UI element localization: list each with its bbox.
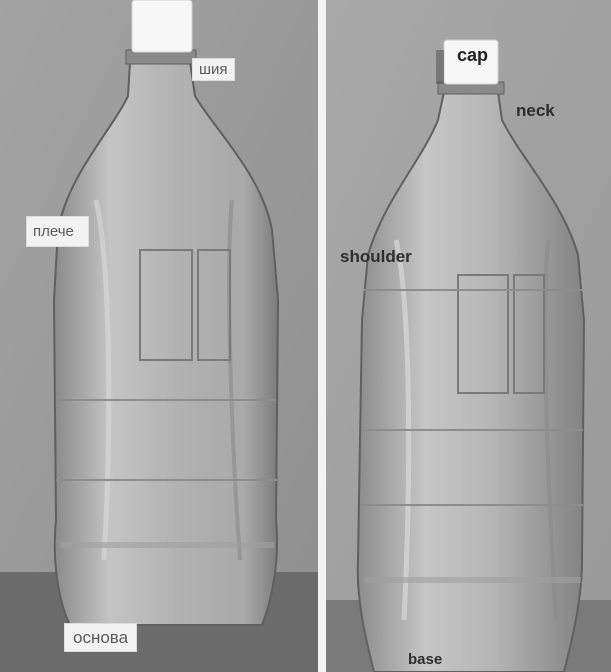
left-bottle-photo — [0, 0, 318, 672]
panel-divider — [318, 0, 326, 672]
bottle-cap — [132, 0, 192, 52]
right-photo-panel: cap neck shoulder base — [326, 0, 611, 672]
left-neck-label: шия — [192, 58, 235, 81]
right-shoulder-label: shoulder — [340, 248, 412, 265]
left-base-label: основа — [64, 623, 137, 652]
right-bottle-photo — [326, 0, 611, 672]
right-cap-label: cap — [450, 44, 495, 66]
right-base-label: base — [408, 652, 442, 667]
right-neck-label: neck — [516, 102, 555, 119]
left-shoulder-label: плече — [26, 216, 89, 247]
left-photo-panel: шия плече основа — [0, 0, 318, 672]
